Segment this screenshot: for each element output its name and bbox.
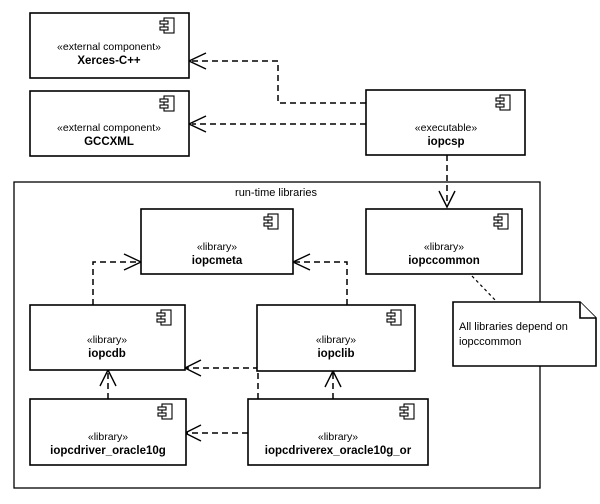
- component-icon: [495, 94, 511, 111]
- package-title: run-time libraries: [235, 187, 317, 199]
- component-name: iopcdriverex_oracle10g_or: [265, 445, 412, 457]
- component-name: iopccommon: [408, 255, 480, 267]
- component-stereotype: «library»: [87, 334, 127, 346]
- component-icon: [386, 309, 402, 326]
- component-iopccommon: «library» iopccommon: [365, 208, 523, 275]
- component-name: iopcsp: [427, 136, 464, 148]
- component-stereotype: «library»: [197, 241, 237, 253]
- note-anchor-line: [471, 275, 498, 303]
- component-iopclib: «library» iopclib: [256, 304, 416, 372]
- component-name: iopclib: [317, 348, 354, 360]
- component-name: GCCXML: [84, 136, 134, 148]
- component-stereotype: «library»: [318, 431, 358, 443]
- component-stereotype: «external component»: [57, 122, 161, 134]
- component-icon: [159, 95, 175, 112]
- component-name: Xerces-C++: [77, 55, 141, 67]
- note-line-2: iopccommon: [459, 336, 521, 348]
- component-stereotype: «library»: [424, 241, 464, 253]
- component-iopcmeta: «library» iopcmeta: [140, 208, 294, 275]
- component-name: iopcdb: [88, 348, 126, 360]
- component-iopcdriverex-oracle10g-or: «library» iopcdriverex_oracle10g_or: [247, 398, 429, 466]
- note: All libraries depend on iopccommon: [452, 301, 597, 367]
- component-name: iopcmeta: [192, 255, 243, 267]
- note-line-1: All libraries depend on: [459, 321, 568, 333]
- component-stereotype: «external component»: [57, 41, 161, 53]
- open-arrowhead: [438, 190, 456, 209]
- component-gccxml: «external component» GCCXML: [29, 90, 190, 157]
- component-iopcsp: «executable» iopcsp: [365, 89, 526, 156]
- component-icon: [263, 213, 279, 230]
- component-stereotype: «library»: [88, 431, 128, 443]
- component-icon: [157, 403, 173, 420]
- component-iopcdb: «library» iopcdb: [29, 304, 186, 371]
- component-icon: [156, 309, 172, 326]
- note-folded-corner: [579, 302, 596, 319]
- dependency-iopcsp-to-xerces: [187, 52, 366, 104]
- component-stereotype: «library»: [316, 334, 356, 346]
- dependency-iopcsp-to-gccxml: [187, 115, 366, 133]
- component-stereotype: «executable»: [415, 122, 478, 134]
- component-xerces: «external component» Xerces-C++: [29, 12, 190, 79]
- component-iopcdriver-oracle10g: «library» iopcdriver_oracle10g: [29, 398, 187, 466]
- component-icon: [159, 17, 175, 34]
- dependency-iopcsp-to-iopccommon: [438, 155, 456, 209]
- component-icon: [399, 403, 415, 420]
- component-name: iopcdriver_oracle10g: [50, 445, 166, 457]
- component-icon: [493, 213, 509, 230]
